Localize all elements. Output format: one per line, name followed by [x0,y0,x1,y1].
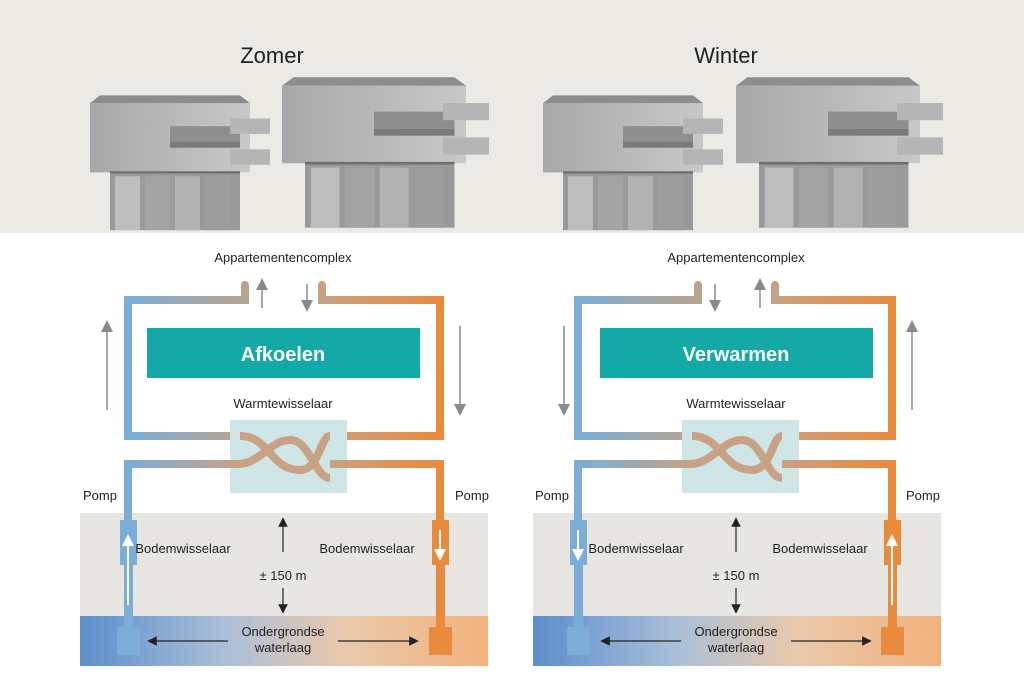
ground-exchanger-label-right: Bodemwisselaar [319,541,415,556]
heat-exchanger [682,420,799,493]
pump-label-left: Pomp [535,488,569,503]
exchanger-label: Warmtewisselaar [233,396,333,411]
depth-label: ± 150 m [260,568,307,583]
mode-label: Verwarmen [683,344,790,366]
well-screen-right [429,627,452,655]
aquifer-label-2: waterlaag [254,640,311,655]
depth-label: ± 150 m [713,568,760,583]
panel-zomer: Zomer Appartementencomplex Afkoelen Warm… [80,43,491,666]
ground-exchanger-label-left: Bodemwisselaar [588,541,684,556]
warm-return-pipe [318,281,444,440]
well-screen-right [881,627,904,655]
exchanger-coil-bottom [237,435,332,482]
cold-return-pipe [574,281,702,440]
well-pipe-right [330,460,444,525]
aquifer-label-1: Ondergrondse [694,624,777,639]
exchanger-coil-top [239,432,332,475]
exchanger-coil-bottom [689,435,784,482]
well-shaft-right [436,565,445,627]
season-title: Winter [694,43,758,68]
building-label: Appartementencomplex [214,250,352,265]
building-label: Appartementencomplex [667,250,805,265]
aquifer-label-1: Ondergrondse [241,624,324,639]
cold-supply-pipe [124,281,249,440]
aquifer-label-2: waterlaag [707,640,764,655]
mode-box [600,328,873,378]
ground-exchanger-label-right: Bodemwisselaar [772,541,868,556]
ground-exchanger-label-left: Bodemwisselaar [135,541,231,556]
heat-exchanger [230,420,347,493]
well-screen-left [117,627,140,655]
pump-label-right: Pomp [455,488,489,503]
season-title: Zomer [240,43,304,68]
panel-winter: Winter Appartementencomplex Verwarmen Wa… [533,43,945,666]
ground-layer [533,513,941,616]
mode-box [147,328,420,378]
exchanger-label: Warmtewisselaar [686,396,786,411]
mode-label: Afkoelen [241,344,325,366]
well-pipe-left [574,460,692,525]
warm-supply-pipe [771,281,896,440]
pump-label-right: Pomp [906,488,940,503]
well-screen-left [567,627,590,655]
pump-label-left: Pomp [83,488,117,503]
ground-layer [80,513,488,616]
exchanger-coil-top [691,432,784,475]
well-shaft-left [574,565,583,627]
well-pipe-right [782,460,896,525]
well-pipe-left [124,460,240,525]
